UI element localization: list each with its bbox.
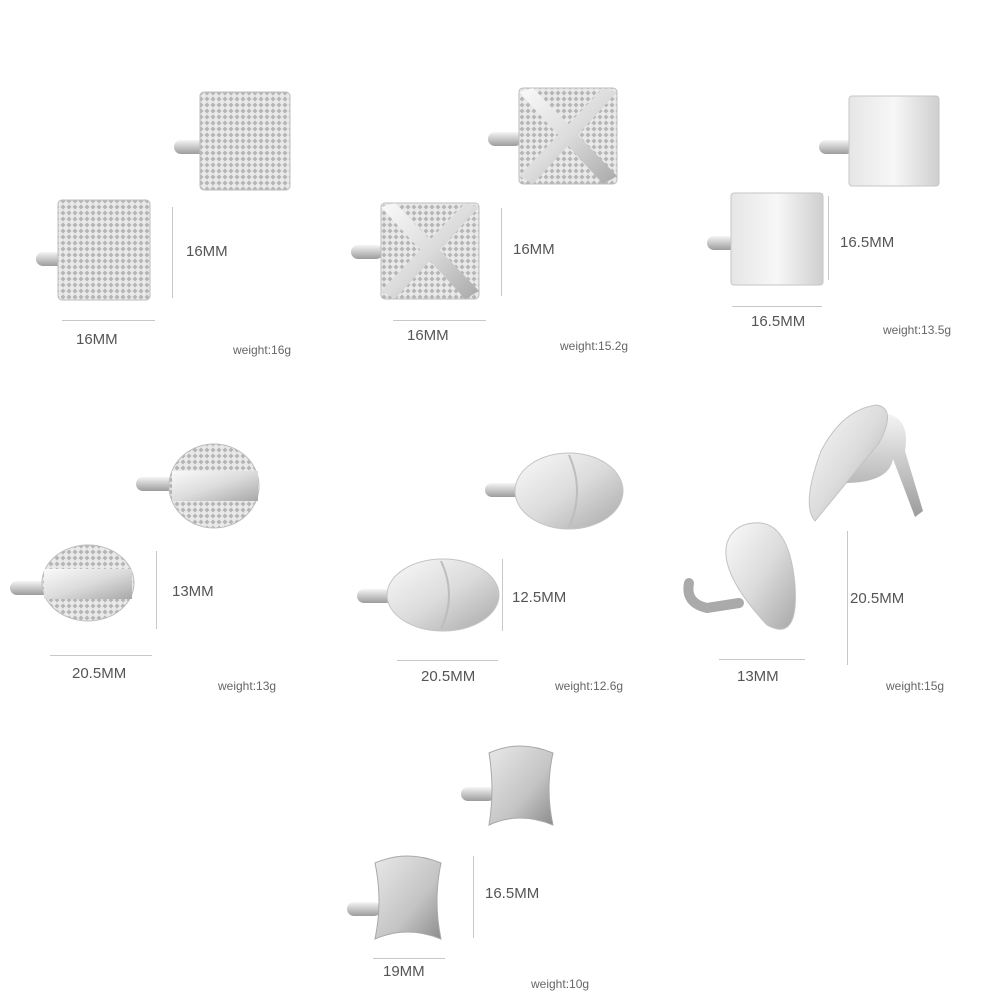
product-teardrop: 20.5MM 13MM weight:15g <box>667 333 1000 693</box>
width-label: 19MM <box>383 963 425 980</box>
cufflink-image <box>36 91 291 301</box>
cufflink-image <box>707 95 940 286</box>
cufflink-image <box>347 745 554 940</box>
cufflink-image <box>357 452 624 632</box>
weight-label: weight:13g <box>218 679 277 693</box>
cufflink-image <box>351 87 618 300</box>
height-label: 20.5MM <box>850 590 905 607</box>
width-label: 16MM <box>407 327 449 344</box>
weight-label: weight:13.5g <box>883 323 952 337</box>
width-label: 20.5MM <box>72 665 127 682</box>
height-label: 16.5MM <box>485 885 540 902</box>
product-smooth-oval: 12.5MM 20.5MM weight:12.6g <box>333 333 666 693</box>
height-label: 16MM <box>513 241 555 258</box>
weight-label: weight:15.2g <box>560 339 629 353</box>
product-x-pattern-square: 16MM 16MM weight:15.2g <box>333 0 666 353</box>
cufflink-image <box>683 404 923 630</box>
cufflink-image <box>10 443 260 622</box>
height-label: 12.5MM <box>512 589 567 606</box>
weight-label: weight:10g <box>531 977 590 991</box>
weight-label: weight:15g <box>886 679 945 693</box>
weight-label: weight:12.6g <box>555 679 624 693</box>
width-label: 13MM <box>737 668 779 685</box>
product-textured-oval: 13MM 20.5MM weight:13g <box>0 333 333 693</box>
height-label: 13MM <box>172 583 214 600</box>
weight-label: weight:16g <box>233 343 292 357</box>
product-textured-square: 16MM 16MM weight:16g <box>0 0 333 357</box>
height-label: 16MM <box>186 243 228 260</box>
width-label: 20.5MM <box>421 668 476 685</box>
width-label: 16MM <box>76 331 118 348</box>
width-label: 16.5MM <box>751 313 806 330</box>
product-brushed-barrel: 16.5MM 19MM weight:10g <box>333 667 666 1000</box>
height-label: 16.5MM <box>840 234 895 251</box>
product-brushed-square: 16.5MM 16.5MM weight:13.5g <box>667 0 1000 337</box>
